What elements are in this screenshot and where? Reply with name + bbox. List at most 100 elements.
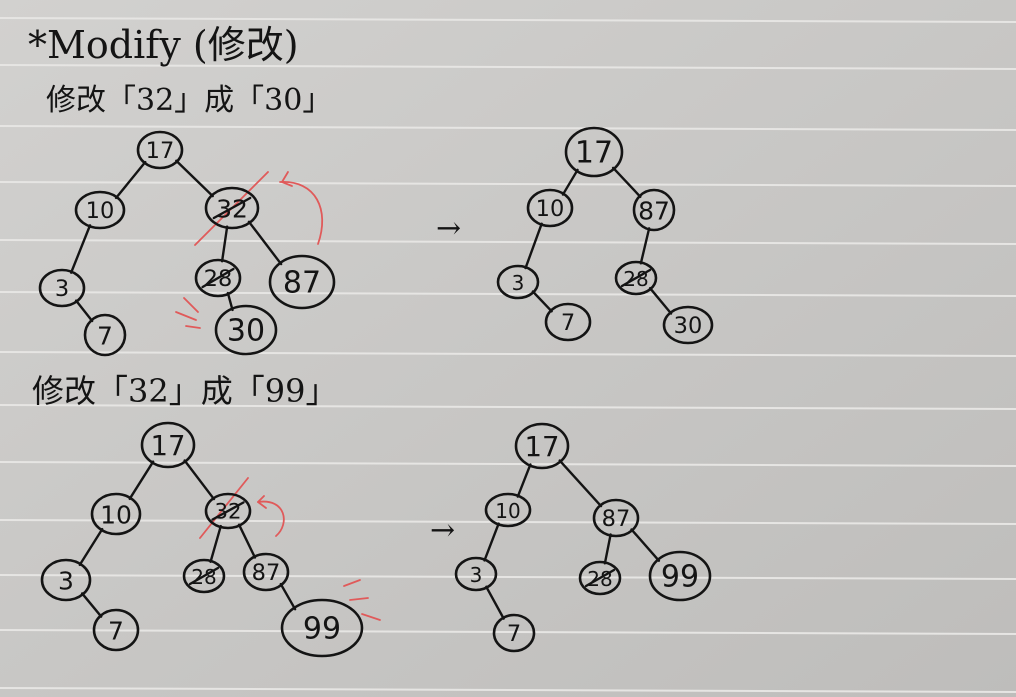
tree-edge [279, 582, 297, 611]
tree-node-10: 10 [90, 492, 142, 536]
node-circle [140, 421, 196, 469]
ruled-line [0, 519, 1016, 525]
node-circle [514, 422, 570, 470]
tree-node-7: 7 [83, 313, 127, 357]
tree-node-87: 87 [592, 498, 640, 538]
node-circle [614, 260, 658, 296]
page-title: *Modify (修改) [28, 23, 299, 67]
node-circle [90, 492, 142, 536]
node-label: 10 [495, 499, 520, 523]
strike-mark [620, 268, 652, 288]
tree-node-3: 3 [40, 558, 92, 602]
tree-node-30: 30 [214, 304, 278, 356]
tree-edge [630, 528, 661, 562]
node-circle [74, 190, 126, 230]
tree-edge [220, 225, 229, 263]
node-circle [526, 188, 574, 228]
node-circle [592, 498, 640, 538]
node-circle [136, 130, 184, 170]
tree-edge [531, 290, 553, 313]
tree-node-87: 87 [632, 188, 676, 232]
section2-heading: 修改「32」成「99」 [32, 372, 337, 410]
tree-edge [524, 222, 543, 270]
node-label: 17 [525, 431, 560, 463]
node-label: 10 [536, 196, 565, 222]
tree-edge [226, 291, 234, 312]
tree-node-99: 99 [648, 550, 712, 602]
node-circle [496, 264, 540, 300]
ruled-line [0, 351, 1016, 357]
tree-node-7: 7 [92, 608, 140, 652]
node-label: 3 [55, 276, 69, 302]
node-label: 3 [58, 567, 74, 596]
tree-node-87: 87 [242, 552, 290, 592]
strike-mark [584, 568, 616, 588]
ruled-line [0, 64, 1016, 70]
ruled-line [0, 17, 1016, 23]
tree-node-99: 99 [280, 598, 364, 658]
ruled-line [0, 461, 1016, 467]
node-label: 87 [602, 506, 631, 532]
tree-edge [485, 585, 505, 620]
strike-mark [188, 566, 220, 586]
node-circle [632, 188, 676, 232]
node-label: 87 [638, 197, 670, 226]
tree-node-28: 28 [614, 260, 658, 296]
node-label: 3 [512, 271, 525, 295]
tree-node-3: 3 [496, 264, 540, 300]
strike-mark [201, 267, 235, 289]
node-label: 17 [575, 136, 613, 171]
tree-node-32: 32 [204, 492, 252, 530]
node-circle [578, 560, 622, 596]
node-label: 7 [561, 310, 575, 336]
node-circle [648, 550, 712, 602]
tree-edge [561, 168, 579, 196]
ruled-line [0, 291, 1016, 297]
ruled-line [0, 404, 1016, 410]
transform-arrow-2: → [430, 513, 455, 548]
node-circle [454, 556, 498, 592]
node-label: 7 [507, 621, 521, 647]
ruled-lines [0, 17, 1016, 693]
ruled-line [0, 125, 1016, 131]
node-circle [484, 492, 532, 528]
tree-node-28: 28 [194, 258, 242, 298]
node-circle [662, 305, 714, 345]
tree-edge [483, 522, 500, 562]
section1-heading: 修改「32」成「30」 [46, 83, 332, 118]
tree-node-7: 7 [492, 613, 536, 653]
ruled-line [0, 574, 1016, 580]
node-circle [280, 598, 364, 658]
node-label: 3 [470, 563, 483, 587]
tree-edge [175, 159, 214, 198]
node-circle [204, 492, 252, 530]
tree-edge [247, 220, 283, 266]
tree-edge [114, 160, 147, 200]
tree-node-87: 87 [268, 254, 336, 310]
tree-edge [558, 459, 603, 508]
tree-node-17: 17 [514, 422, 570, 470]
ruled-line [0, 629, 1016, 635]
transform-arrow-1: → [436, 211, 461, 246]
node-circle [242, 552, 290, 592]
node-circle [268, 254, 336, 310]
tree-edge [74, 299, 94, 323]
tree-node-17: 17 [564, 126, 624, 178]
tree-edge [648, 286, 673, 315]
tree-node-28: 28 [578, 560, 622, 596]
node-circle [204, 186, 260, 230]
node-circle [182, 558, 226, 594]
node-label: 17 [151, 430, 186, 462]
node-circle [38, 268, 86, 308]
tree-node-7: 7 [544, 302, 592, 342]
node-label: 30 [227, 314, 265, 349]
tree-edge [80, 592, 103, 618]
tree-edge [639, 227, 651, 265]
node-label: 7 [108, 617, 124, 646]
